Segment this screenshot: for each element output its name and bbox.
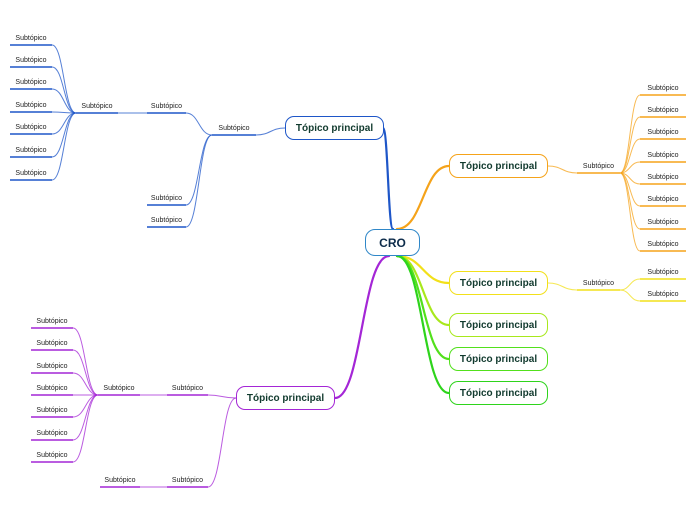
main-topic-purple[interactable]: Tópico principal — [236, 386, 335, 410]
subtopic[interactable]: Subtópico — [647, 219, 679, 226]
connector-root-green-1 — [395, 254, 451, 361]
subtopic[interactable]: Subtópico — [15, 79, 47, 86]
subtopic[interactable]: Subtópico — [647, 241, 679, 248]
connector — [51, 112, 77, 158]
subtopic[interactable]: Subtópico — [15, 57, 47, 64]
subtopic[interactable]: Subtópico — [582, 280, 615, 287]
connector — [51, 88, 77, 114]
subtopic[interactable]: Subtópico — [647, 196, 679, 203]
connector — [619, 116, 641, 174]
connector-root-orange — [395, 164, 451, 231]
subtopic[interactable]: Subtópico — [647, 152, 679, 159]
connector — [619, 278, 641, 291]
subtopic[interactable]: Subtópico — [582, 163, 615, 170]
main-topic-lime[interactable]: Tópico principal — [449, 313, 548, 337]
connector — [207, 394, 237, 399]
subtopic[interactable]: Subtópico — [36, 452, 68, 459]
connector — [185, 134, 213, 228]
connector-root-blue — [381, 126, 395, 231]
subtopic[interactable]: Subtópico — [104, 477, 136, 484]
connector — [51, 66, 77, 114]
connector — [619, 138, 641, 174]
subtopic[interactable]: Subtópico — [647, 291, 679, 298]
connector — [207, 397, 237, 488]
subtopic[interactable]: Subtópico — [647, 129, 679, 136]
subtopic[interactable]: Subtópico — [647, 174, 679, 181]
connector — [547, 165, 578, 174]
subtopic[interactable]: Subtópico — [81, 103, 113, 110]
connector — [619, 161, 641, 174]
connector — [72, 394, 99, 441]
subtopic[interactable]: Subtópico — [150, 103, 183, 110]
subtopic[interactable]: Subtópico — [15, 170, 47, 177]
subtopic[interactable]: Subtópico — [15, 102, 47, 109]
subtopic[interactable]: Subtópico — [647, 269, 679, 276]
subtopic[interactable]: Subtópico — [15, 124, 47, 131]
subtopic[interactable]: Subtópico — [171, 385, 204, 392]
connector — [619, 289, 641, 302]
subtopic[interactable]: Subtópico — [171, 477, 204, 484]
subtopic[interactable]: Subtópico — [36, 407, 68, 414]
connector — [619, 94, 641, 174]
connector — [72, 394, 99, 463]
main-topic-yellow[interactable]: Tópico principal — [449, 271, 548, 295]
main-topic-green-1[interactable]: Tópico principal — [449, 347, 548, 371]
connector — [72, 349, 99, 396]
subtopic[interactable]: Subtópico — [36, 430, 68, 437]
subtopic[interactable]: Subtópico — [103, 385, 135, 392]
main-topic-blue[interactable]: Tópico principal — [285, 116, 384, 140]
subtopic[interactable]: Subtópico — [15, 147, 47, 154]
connector — [51, 44, 77, 114]
subtopic[interactable]: Subtópico — [218, 125, 250, 132]
connector — [185, 112, 213, 136]
connector-root-purple — [333, 254, 391, 400]
connector — [72, 372, 99, 396]
main-topic-green-2[interactable]: Tópico principal — [449, 381, 548, 405]
connector — [547, 282, 578, 291]
subtopic[interactable]: Subtópico — [36, 363, 68, 370]
subtopic[interactable]: Subtópico — [36, 385, 68, 392]
central-topic[interactable]: CRO — [365, 229, 420, 256]
subtopic[interactable]: Subtópico — [150, 195, 183, 202]
connector — [51, 112, 77, 181]
subtopic[interactable]: Subtópico — [36, 340, 68, 347]
subtopic[interactable]: Subtópico — [150, 217, 183, 224]
main-topic-orange[interactable]: Tópico principal — [449, 154, 548, 178]
subtopic[interactable]: Subtópico — [36, 318, 68, 325]
connector-root-lime — [395, 254, 451, 327]
connector — [619, 172, 641, 252]
subtopic[interactable]: Subtópico — [647, 107, 679, 114]
connector-blue-a — [255, 127, 286, 136]
connector-root-green-2 — [395, 254, 451, 395]
connector — [619, 172, 641, 230]
subtopic[interactable]: Subtópico — [647, 85, 679, 92]
connector — [72, 394, 99, 418]
subtopic[interactable]: Subtópico — [15, 35, 47, 42]
connector — [185, 134, 213, 206]
